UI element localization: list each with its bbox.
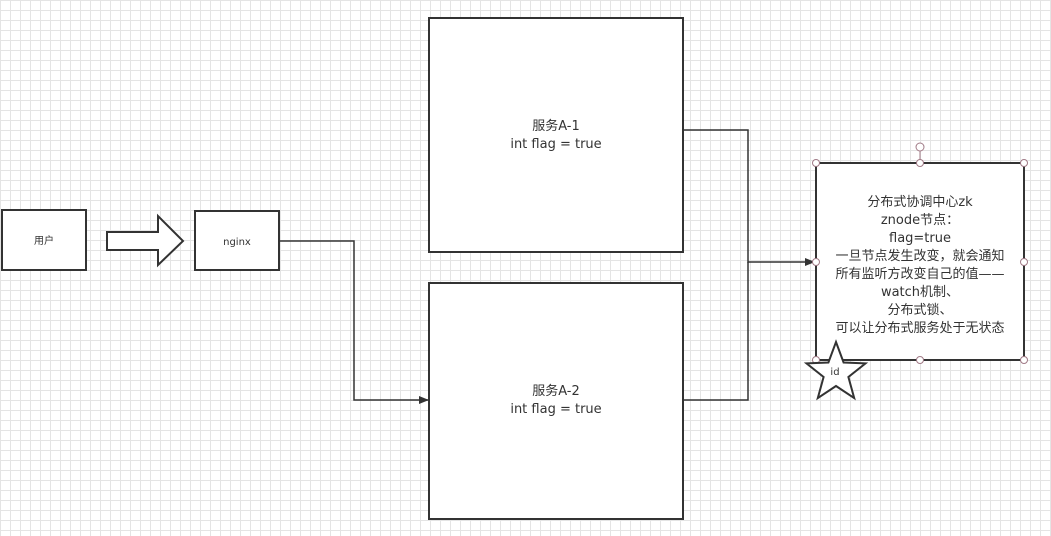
rotate-handle[interactable] — [915, 142, 925, 152]
resize-handle-n[interactable] — [916, 159, 924, 167]
service-a2-title: 服务A-2 — [532, 383, 580, 399]
star-label: id — [830, 367, 839, 378]
zk-node[interactable]: 分布式协调中心zk znode节点： flag=true 一旦节点发生改变，就会… — [815, 162, 1025, 361]
service-a1-title: 服务A-1 — [532, 118, 580, 134]
zk-line-5: 所有监听方改变自己的值—— — [835, 266, 1004, 282]
connector-nginx-to-a2[interactable] — [279, 240, 429, 404]
zk-line-6: watch机制、 — [881, 285, 959, 300]
service-a1-node[interactable]: 服务A-1 int flag = true — [428, 17, 684, 253]
resize-handle-e[interactable] — [1020, 258, 1028, 266]
user-node[interactable]: 用户 — [1, 209, 87, 271]
zk-line-3: flag=true — [889, 231, 951, 246]
user-label: 用户 — [34, 234, 54, 247]
zk-line-1: 分布式协调中心zk — [867, 195, 973, 210]
service-a1-flag: int flag = true — [510, 137, 601, 152]
zk-line-8: 可以让分布式服务处于无状态 — [835, 320, 1004, 336]
service-a2-flag: int flag = true — [510, 402, 601, 417]
connector-a2-to-zk[interactable] — [683, 262, 749, 401]
resize-handle-ne[interactable] — [1020, 159, 1028, 167]
zk-line-2: znode节点： — [881, 213, 959, 228]
block-arrow[interactable] — [106, 213, 185, 268]
resize-handle-s[interactable] — [916, 356, 924, 364]
resize-handle-w[interactable] — [812, 258, 820, 266]
zk-line-4: 一旦节点发生改变，就会通知 — [835, 248, 1004, 264]
resize-handle-se[interactable] — [1020, 356, 1028, 364]
zk-line-7: 分布式锁、 — [887, 302, 952, 318]
star-node[interactable]: id — [803, 339, 869, 401]
nginx-label: nginx — [223, 237, 251, 248]
service-a2-node[interactable]: 服务A-2 int flag = true — [428, 282, 684, 520]
resize-handle-nw[interactable] — [812, 159, 820, 167]
connector-a1-to-zk[interactable] — [683, 129, 815, 266]
nginx-node[interactable]: nginx — [194, 210, 280, 271]
